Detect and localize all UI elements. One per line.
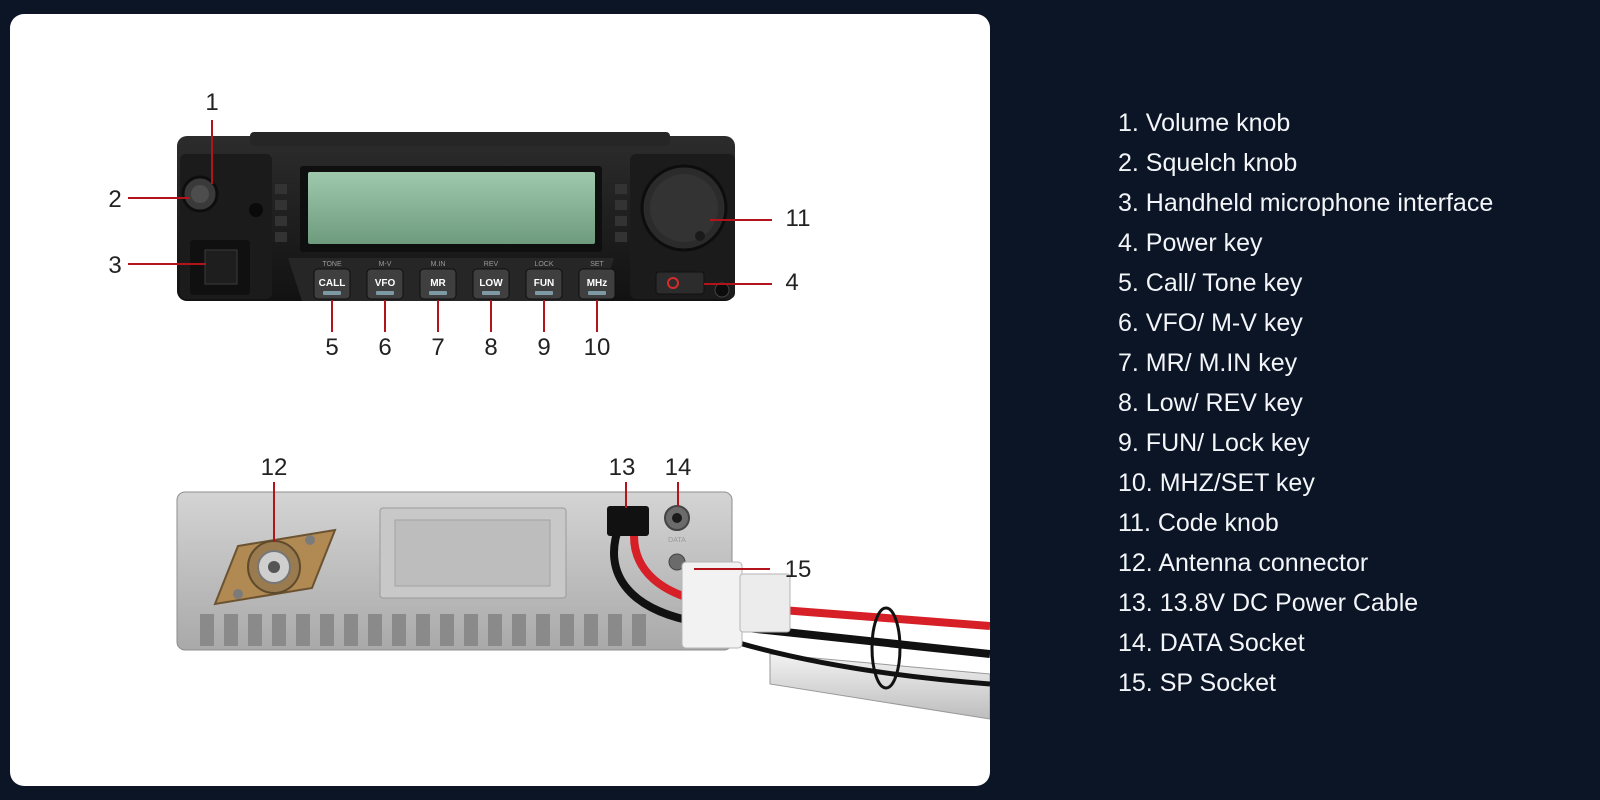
legend-item-fun-lock-key: 9. FUN/ Lock key xyxy=(1118,429,1310,457)
callout-10: 10 xyxy=(584,334,611,361)
button-label: CALL xyxy=(319,278,346,289)
legend-item-vfo-key: 6. VFO/ M-V key xyxy=(1118,309,1303,337)
callout-15: 15 xyxy=(785,556,812,583)
button-top-label: SET xyxy=(590,261,604,268)
code-knob-face xyxy=(650,174,718,242)
sp-plug[interactable] xyxy=(681,561,791,649)
callout-1: 1 xyxy=(205,89,218,116)
rear-leader-lines xyxy=(273,482,770,570)
button-label: MR xyxy=(430,278,446,289)
front-screw-hole xyxy=(714,282,730,298)
front-button[interactable]: SET MHz xyxy=(578,261,616,300)
left-grille xyxy=(275,184,287,242)
callout-11: 11 xyxy=(786,205,811,232)
callout-13: 13 xyxy=(609,454,636,481)
button-label: MHz xyxy=(587,278,608,289)
rear-view: DATA 12 13 14 15 xyxy=(176,454,990,720)
code-knob-dimple xyxy=(695,231,705,241)
data-socket-hole xyxy=(672,513,682,523)
button-label: FUN xyxy=(534,278,555,289)
front-button[interactable]: REV LOW xyxy=(472,261,510,300)
button-top-label: REV xyxy=(484,261,499,268)
legend-item-dc-power-cable: 13. 13.8V DC Power Cable xyxy=(1118,589,1419,617)
product-photo-panel: TONE CALL M-V VFO M.IN MR REV LOW xyxy=(10,14,990,786)
top-ridge xyxy=(250,132,670,146)
lcd-display xyxy=(308,172,595,244)
radio-diagram: TONE CALL M-V VFO M.IN MR REV LOW xyxy=(108,89,990,720)
front-view: TONE CALL M-V VFO M.IN MR REV LOW xyxy=(108,89,810,361)
front-button[interactable]: TONE CALL xyxy=(313,261,351,300)
callout-9: 9 xyxy=(537,334,550,361)
antenna-connector[interactable] xyxy=(213,528,337,606)
power-cable-plug xyxy=(607,506,649,536)
button-top-label: M-V xyxy=(379,261,392,268)
front-button[interactable]: LOCK FUN xyxy=(525,261,563,300)
callout-4: 4 xyxy=(785,269,798,296)
button-label: VFO xyxy=(375,278,396,289)
front-button[interactable]: M.IN MR xyxy=(419,261,457,300)
power-icon xyxy=(667,277,679,289)
legend-item-mhz-set-key: 10. MHZ/SET key xyxy=(1118,469,1315,497)
right-grille xyxy=(615,184,627,242)
front-buttons: TONE CALL M-V VFO M.IN MR REV LOW xyxy=(313,261,616,300)
callout-14: 14 xyxy=(665,454,692,481)
button-top-label: LOCK xyxy=(534,261,553,268)
squelch-knob-center[interactable] xyxy=(191,185,209,203)
callout-6: 6 xyxy=(378,334,391,361)
power-key[interactable] xyxy=(655,271,705,295)
legend-item-sp-socket: 15. SP Socket xyxy=(1118,669,1276,697)
callout-7: 7 xyxy=(431,334,444,361)
callout-5: 5 xyxy=(325,334,338,361)
heatsink-fins xyxy=(200,614,646,646)
callout-3: 3 xyxy=(108,252,121,279)
button-top-label: M.IN xyxy=(431,261,446,268)
legend-item-code-knob: 11. Code knob xyxy=(1118,509,1279,537)
button-label: LOW xyxy=(479,278,503,289)
callout-12: 12 xyxy=(261,454,288,481)
callout-2: 2 xyxy=(108,186,121,213)
legend-item-low-rev-key: 8. Low/ REV key xyxy=(1118,389,1303,417)
legend-item-squelch-knob: 2. Squelch knob xyxy=(1118,149,1298,177)
legend-item-power-key: 4. Power key xyxy=(1118,229,1263,257)
legend-item-data-socket: 14. DATA Socket xyxy=(1118,629,1305,657)
front-button[interactable]: M-V VFO xyxy=(366,261,404,300)
callout-8: 8 xyxy=(484,334,497,361)
rear-inner-plate xyxy=(394,519,551,587)
parts-legend: 1. Volume knob 2. Squelch knob 3. Handhe… xyxy=(1118,103,1493,703)
legend-item-mic-interface: 3. Handheld microphone interface xyxy=(1118,189,1494,217)
button-top-label: TONE xyxy=(322,261,342,268)
data-socket-label: DATA xyxy=(668,537,686,544)
legend-item-volume-knob: 1. Volume knob xyxy=(1118,109,1291,137)
cable-tie xyxy=(870,606,902,690)
legend-item-mr-key: 7. MR/ M.IN key xyxy=(1118,349,1298,377)
mic-jack[interactable] xyxy=(204,249,238,285)
legend-item-call-tone-key: 5. Call/ Tone key xyxy=(1118,269,1303,297)
front-leader-lines xyxy=(128,120,772,332)
indicator-led xyxy=(249,203,263,217)
legend-item-antenna-connector: 12. Antenna connector xyxy=(1118,549,1369,577)
